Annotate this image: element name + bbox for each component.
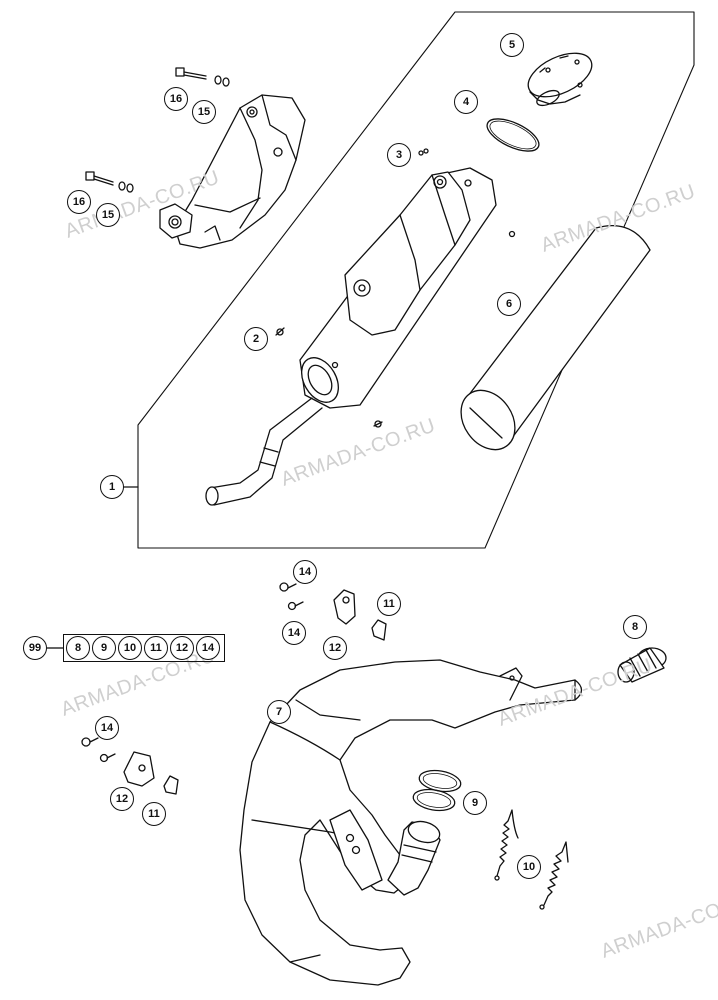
- heat-shield-upper: [159, 94, 306, 249]
- spring-10a: [494, 809, 519, 881]
- spring-10b: [539, 841, 569, 910]
- nut-3: [418, 148, 429, 156]
- kit-item-10: 10: [118, 636, 142, 660]
- screw-14-mid: [279, 582, 297, 592]
- callout-11-low: 11: [142, 802, 166, 826]
- callout-10: 10: [517, 855, 541, 879]
- washers-15-lower: [118, 181, 134, 193]
- callout-11-mid: 11: [377, 592, 401, 616]
- silencer-pipe: [205, 397, 323, 506]
- screw-14-low-b: [99, 753, 116, 763]
- kit-item-12: 12: [170, 636, 194, 660]
- callout-16-lower: 16: [67, 190, 91, 214]
- callout-12-mid: 12: [323, 636, 347, 660]
- silencer-sleeve-6: [460, 224, 651, 451]
- callout-7: 7: [267, 700, 291, 724]
- callout-8: 8: [623, 615, 647, 639]
- rubber-sleeve-8: [617, 647, 667, 683]
- callout-15-lower: 15: [96, 203, 120, 227]
- callout-14-mid-b: 14: [282, 621, 306, 645]
- screw-bottom: [373, 420, 383, 428]
- screw-14-low: [81, 737, 99, 747]
- callout-16-upper: 16: [164, 87, 188, 111]
- callout-12-low: 12: [110, 787, 134, 811]
- exhaust-flange: [387, 820, 441, 896]
- rivet-right: [508, 230, 516, 238]
- callout-kit-99: 99: [23, 636, 47, 660]
- o-ring-4: [486, 118, 540, 152]
- end-cap-5: [527, 52, 593, 107]
- callout-3: 3: [387, 143, 411, 167]
- callout-14-mid-a: 14: [293, 560, 317, 584]
- callout-2: 2: [244, 327, 268, 351]
- gasket-9b: [412, 788, 456, 812]
- kit-item-9: 9: [92, 636, 116, 660]
- screw-2: [275, 327, 285, 336]
- callout-4: 4: [454, 90, 478, 114]
- clamp-12-low: [123, 751, 155, 787]
- callout-14-low: 14: [95, 716, 119, 740]
- callout-1: 1: [100, 475, 124, 499]
- callout-9: 9: [463, 791, 487, 815]
- callout-15-upper: 15: [192, 100, 216, 124]
- callout-5: 5: [500, 33, 524, 57]
- screw-14-mid-b: [287, 601, 304, 611]
- kit-item-11: 11: [144, 636, 168, 660]
- clamp-12-mid: [333, 589, 356, 625]
- callout-6: 6: [497, 292, 521, 316]
- washers-15-upper: [214, 75, 230, 87]
- expansion-chamber-7: [239, 659, 583, 986]
- kit-item-14: 14: [196, 636, 220, 660]
- clip-11-low: [163, 775, 179, 795]
- kit-contents-box: 8 9 10 11 12 14: [63, 634, 225, 662]
- clip-11-mid: [371, 619, 387, 641]
- silencer-body: [299, 167, 497, 409]
- screw-16-lower: [85, 171, 114, 186]
- kit-item-8: 8: [66, 636, 90, 660]
- screw-16-upper: [175, 67, 207, 80]
- silencer-assembly-outline: [137, 11, 695, 549]
